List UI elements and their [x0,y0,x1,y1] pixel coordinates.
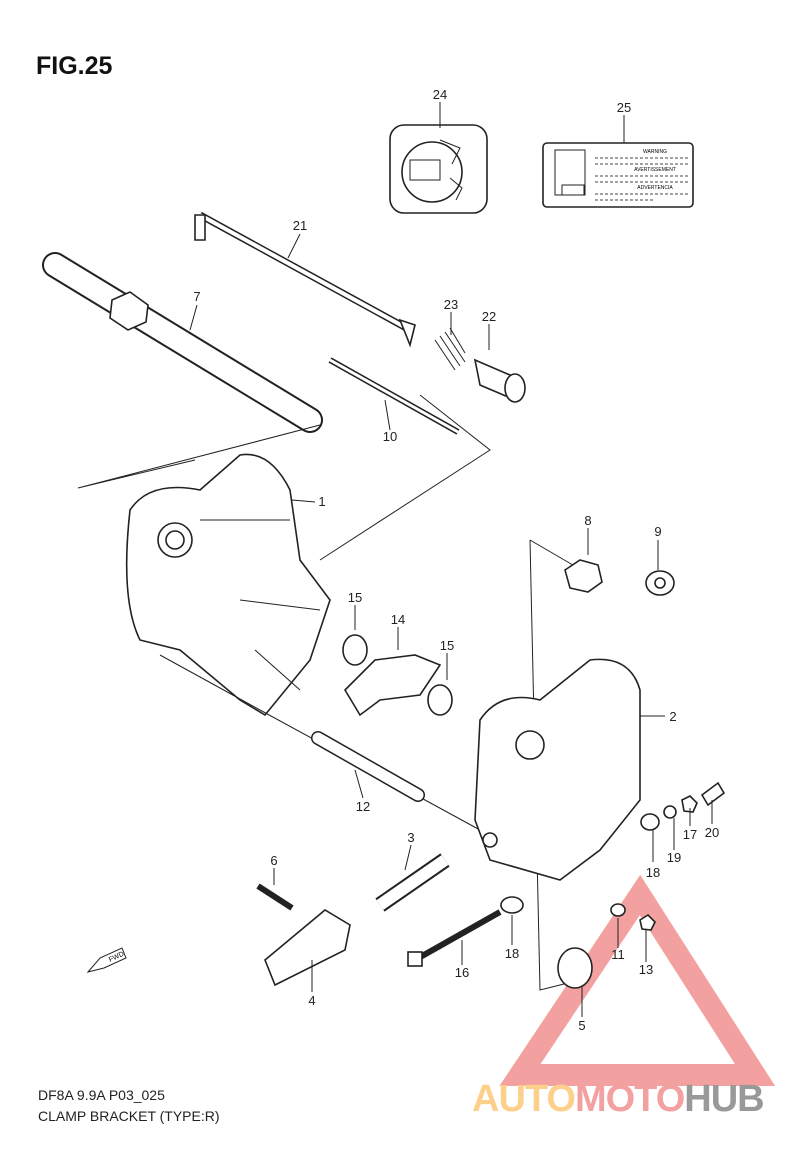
warning-label-25: WARNING AVERTISSEMENT ADVERTENCIA [542,142,694,208]
clamp-bracket-1 [125,453,331,717]
cap-5 [557,947,593,989]
callout: 5 [578,1018,585,1033]
washer-18 [640,813,660,831]
decal-24 [389,124,488,214]
pin-6 [256,883,294,911]
diagram-name: CLAMP BRACKET (TYPE:R) [38,1108,220,1124]
callout: 8 [584,513,591,528]
bush-22 [473,358,526,403]
svg-text:ADVERTENCIA: ADVERTENCIA [637,185,673,191]
callout: 19 [667,850,681,865]
fwd-arrow-icon: FWD [86,947,127,973]
callout: 15 [440,638,454,653]
callout: 22 [482,309,496,324]
svg-text:AVERTISSEMENT: AVERTISSEMENT [634,167,676,173]
watermark-text: AUTOMOTOHUB [472,1078,765,1120]
callout: 18 [646,865,660,880]
lever-4 [264,909,351,987]
watermark-logo [499,874,776,1086]
nut-17 [681,795,698,813]
callout: 10 [383,429,397,444]
callout: 14 [391,612,405,627]
washer-18b [500,896,524,914]
clamp-bracket-2 [474,658,641,881]
callout: 25 [617,100,631,115]
spring-23 [434,327,466,371]
callout: 12 [356,799,370,814]
figure-title: FIG.25 [36,52,113,80]
bolt-16 [413,909,502,963]
cap-20 [700,781,726,807]
callout: 17 [683,827,697,842]
callout: 23 [444,297,458,312]
callout: 15 [348,590,362,605]
callout: 20 [705,825,719,840]
callout: 1 [318,494,325,509]
callout: 16 [455,965,469,980]
washer-11 [610,903,626,917]
plate-14 [343,654,442,717]
rod-21 [194,211,416,348]
callout-labels: 24 25 21 7 23 22 10 1 8 9 15 14 15 2 12 … [193,87,719,1033]
callout: 13 [639,962,653,977]
nut-8 [564,559,603,593]
callout: 3 [407,830,414,845]
shaft-7 [42,252,323,433]
nut-13 [639,913,656,931]
callout: 21 [293,218,307,233]
washer-19 [663,805,677,819]
washer-9 [645,570,675,596]
callout: 18 [505,946,519,961]
callout: 7 [193,289,200,304]
callout: 6 [270,853,277,868]
callout: 11 [611,947,625,962]
bushing-15b [427,684,453,716]
model-code: DF8A 9.9A P03_025 [38,1087,165,1103]
callout: 2 [669,709,676,724]
bushing-15 [342,634,368,666]
callout: 9 [654,524,661,539]
callout: 4 [308,993,315,1008]
callout: 24 [433,87,447,102]
svg-text:WARNING: WARNING [643,149,667,155]
